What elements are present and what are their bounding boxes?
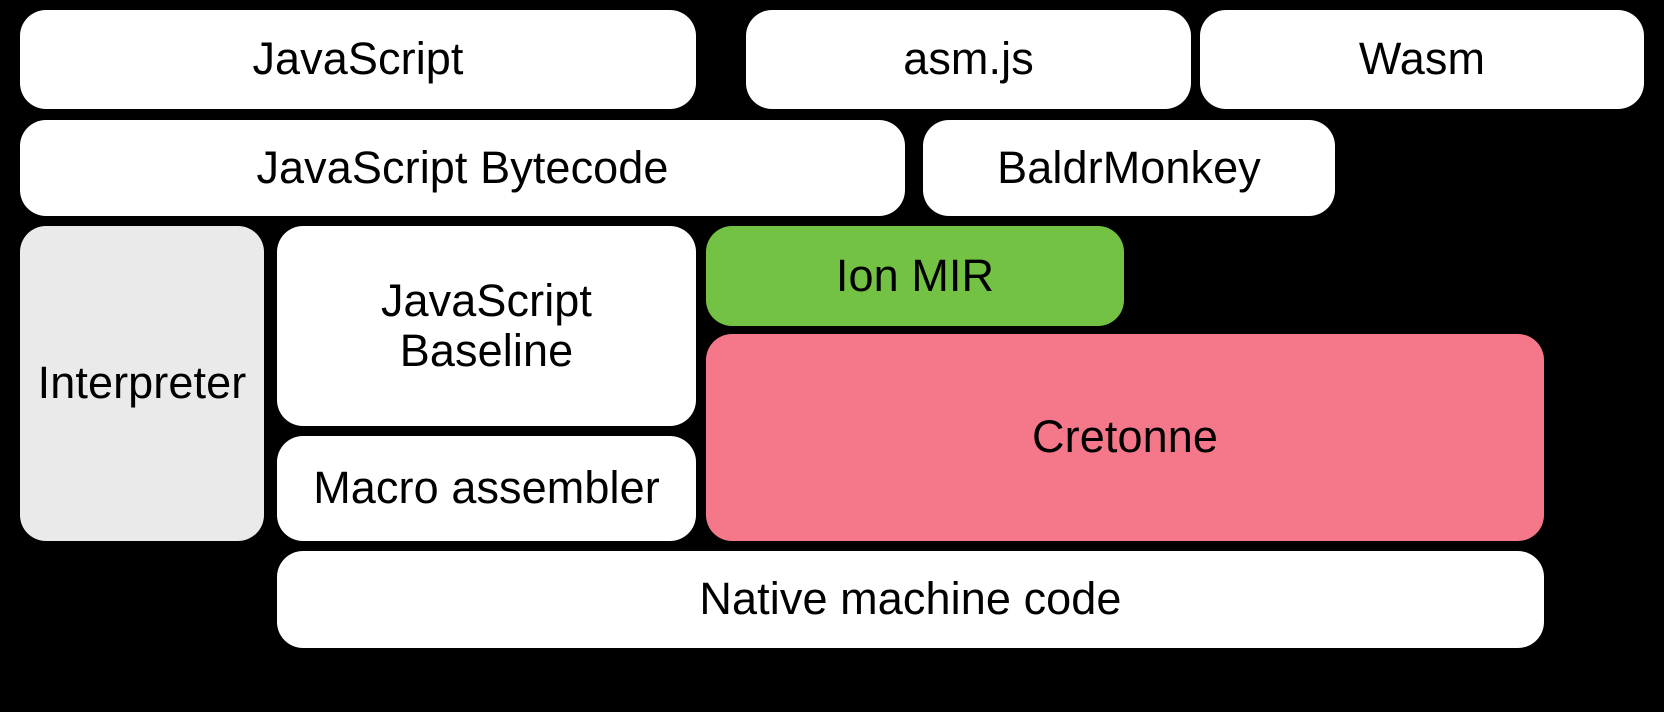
box-interpreter[interactable]: Interpreter: [20, 226, 264, 541]
box-wasm[interactable]: Wasm: [1200, 10, 1644, 109]
box-cretonne[interactable]: Cretonne: [706, 334, 1544, 541]
box-javascript-baseline[interactable]: JavaScript Baseline: [277, 226, 696, 426]
box-native-machine-code[interactable]: Native machine code: [277, 551, 1544, 648]
box-macro-assembler[interactable]: Macro assembler: [277, 436, 696, 541]
box-baldrmonkey[interactable]: BaldrMonkey: [923, 120, 1335, 216]
box-asm-js[interactable]: asm.js: [746, 10, 1191, 109]
box-javascript-bytecode[interactable]: JavaScript Bytecode: [20, 120, 905, 216]
box-ion-mir[interactable]: Ion MIR: [706, 226, 1124, 326]
box-javascript[interactable]: JavaScript: [20, 10, 696, 109]
